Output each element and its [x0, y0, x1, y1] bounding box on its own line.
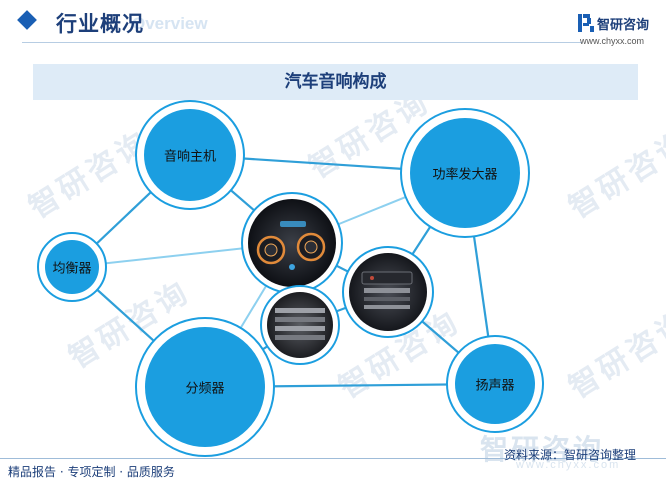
section-title: 行业概况 [56, 12, 144, 36]
node-amplifier [400, 108, 530, 238]
node-label-equalizer: 均衡器 [52, 261, 92, 277]
node-label-speaker: 扬声器 [475, 378, 515, 394]
node-label-crossover: 分频器 [185, 381, 225, 397]
brand-name: 智研咨询 [597, 18, 650, 33]
footer-watermark: 智研咨询 [480, 433, 605, 466]
node-equalizer [37, 232, 107, 302]
node-crossover [135, 317, 275, 457]
car-dashboard-vent-photo [260, 285, 340, 365]
car-audio-dials-photo [241, 192, 343, 294]
page-header: Overview 行业概况 智研咨询 www.chyxx.com [0, 0, 666, 48]
title-banner: 汽车音响构成 [33, 64, 638, 100]
node-label-head-unit: 音响主机 [163, 149, 217, 165]
section-subtitle: Overview [132, 14, 208, 33]
data-source: 资料来源：智研咨询整理 [504, 448, 637, 462]
footer-divider [0, 458, 666, 459]
diagram-title: 汽车音响构成 [284, 72, 387, 92]
car-audio-panel-photo [342, 246, 434, 338]
header-divider [22, 42, 582, 43]
footer-services: 精品报告 · 专项定制 · 品质服务 [8, 465, 175, 479]
brand-logo: 智研咨询 www.chyxx.com [578, 12, 660, 48]
node-label-amplifier: 功率发大器 [432, 167, 498, 183]
brand-logo-icon [578, 14, 594, 32]
footer-watermark-url: www.chyxx.com [516, 459, 621, 471]
node-speaker [446, 335, 544, 433]
brand-url: www.chyxx.com [580, 36, 645, 46]
node-head-unit [135, 100, 245, 210]
